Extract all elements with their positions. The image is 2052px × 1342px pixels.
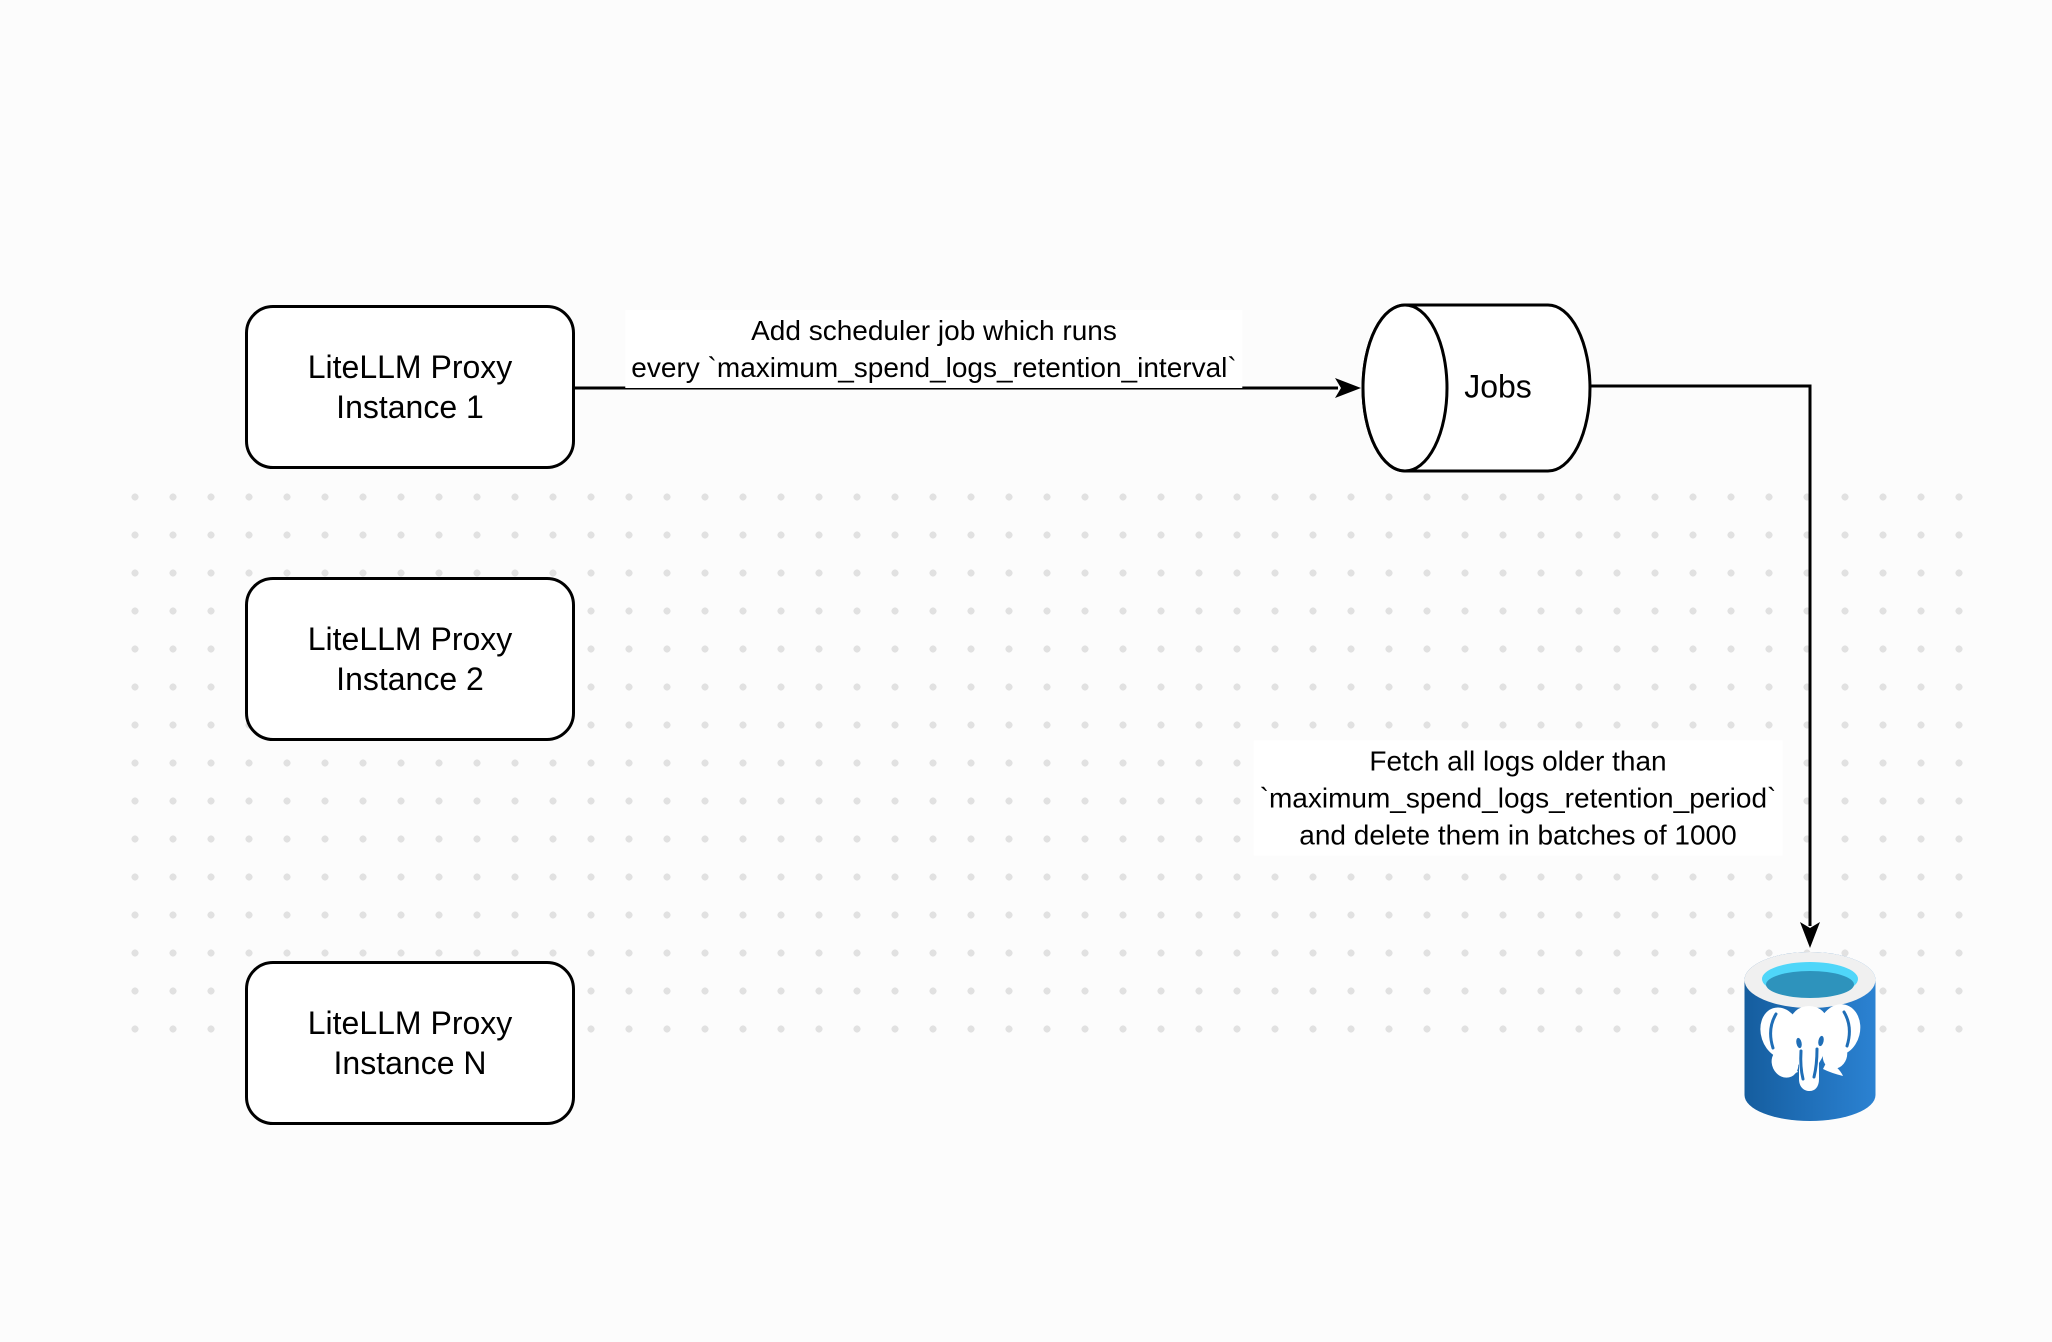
edge-label-fetch-logs: Fetch all logs older than `maximum_spend… [1253,740,1783,856]
node-litellm-proxy-instance-n: LiteLLM Proxy Instance N [245,961,575,1125]
postgresql-database-icon [1744,952,1876,1121]
jobs-queue-shape [1361,303,1592,473]
node-label: LiteLLM Proxy Instance N [307,1005,513,1081]
node-jobs-label: Jobs [1464,368,1532,405]
database-water-bottom [1766,971,1854,998]
node-litellm-proxy-instance-1: LiteLLM Proxy Instance 1 [245,305,575,469]
postgres-elephant-details [1769,1010,1851,1081]
arrowhead-into-postgres [1800,922,1820,948]
arrowhead-into-jobs [1335,378,1361,398]
postgres-elephant-eyes [1796,1035,1824,1049]
edge-add-scheduler-job [575,378,1361,398]
node-label: LiteLLM Proxy Instance 2 [307,621,513,697]
edge-label-add-scheduler-job: Add scheduler job which runs every `maxi… [625,310,1243,388]
edge-fetch-and-delete [1590,384,1820,948]
node-litellm-proxy-instance-2: LiteLLM Proxy Instance 2 [245,577,575,741]
postgres-elephant-icon [1760,1004,1861,1091]
node-label: LiteLLM Proxy Instance 1 [307,349,513,425]
